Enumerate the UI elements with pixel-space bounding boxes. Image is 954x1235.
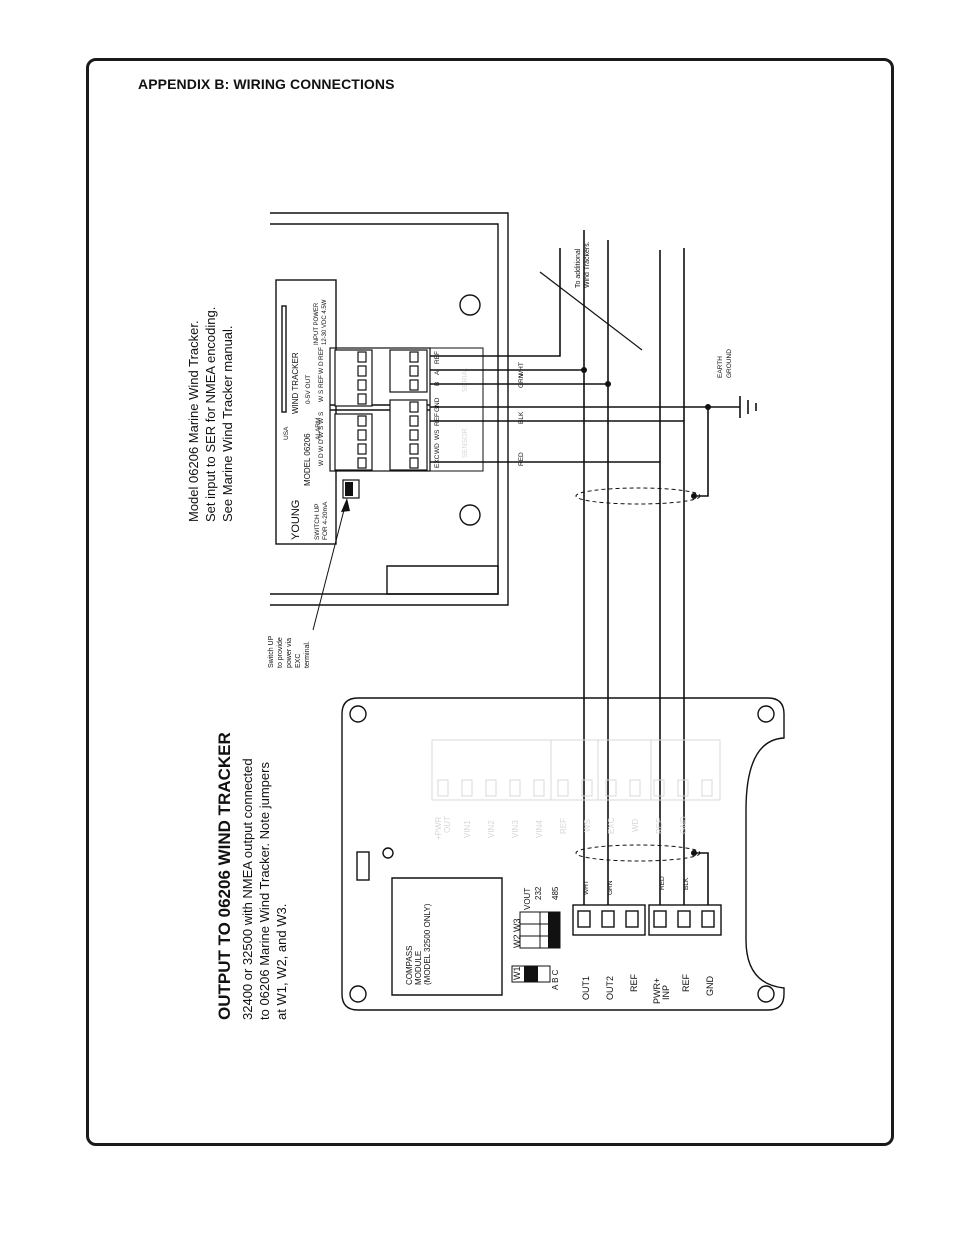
lower-terminal: PWR+ [652,978,662,1004]
lower-terminal-blocks [572,904,722,936]
jumpers [511,911,561,983]
shield-ellipse [575,487,701,505]
lower-terminal: REF [681,973,691,992]
abc-label: A B C [551,969,560,990]
compass-module-line: COMPASS [405,946,414,985]
faint-terminal: EXC [607,817,616,834]
wind-tracker-enclosure [270,212,509,606]
compass-heading: OUTPUT TO 06206 WIND TRACKER [215,732,234,1020]
faint-terminal: WD [631,818,640,832]
lower-terminal: GND [705,976,715,997]
lower-terminal: REF [629,973,639,992]
cut-line [539,271,643,351]
compass-desc-line: to 06206 Marine Wind Tracker. Note jumpe… [257,762,272,1020]
switch-up-label: SWITCH UP [314,504,321,540]
v232-label: 232 [534,886,543,900]
out-terminal: W D [318,361,325,374]
faint-terminal: VIN4 [535,820,544,838]
additional-note-line: Wind Trackers. [584,241,591,288]
faint-terminal: VIN1 [463,820,472,838]
alarm-label: ALARM [315,418,322,440]
switch-arrow [312,498,350,631]
input-power-spec: 12-30 VDC 4.5W [322,299,328,345]
page-title: APPENDIX B: WIRING CONNECTIONS [138,76,395,92]
alarm-terminal: W D [318,453,325,466]
compass-wire-label: BLK [683,877,690,890]
alarm-terminal: W S [318,411,325,424]
sensor-terminal: REF [434,413,441,426]
out-terminal: W S [318,389,325,402]
brand-label: YOUNG [290,500,302,540]
earth-ground-icon [739,396,757,418]
wind-tracker-note-line: See Marine Wind Tracker manual. [220,325,235,522]
wind-tracker-note-line: Model 06206 Marine Wind Tracker. [186,320,201,522]
compass-module-line: (MODEL 32500 ONLY) [423,903,432,985]
faint-terminal: OUT [443,816,452,833]
sensor-terminal: EXC [434,454,441,468]
switch-note-line: EXC [295,654,302,668]
page-frame [86,58,894,1146]
compass-wire-label: WHT [583,880,590,895]
compass-board [341,697,785,1011]
compass-module-line: MODULE [414,951,423,985]
wind-tracker-labels: YOUNG SWITCH UP FOR 4-20mA MODEL 06206 U… [186,241,733,668]
lower-terminal: OUT1 [581,976,591,1000]
additional-note-line: To additional [575,248,582,288]
wire-label-black: BLK [518,411,525,424]
earth-ground-line: EARTH [717,356,724,378]
switch-note-line: power via [286,638,293,668]
sensor-terminal: WD [434,443,441,454]
faint-terminal: REF [655,818,664,834]
switch-note-line: terminal. [304,641,311,668]
lower-terminal: OUT2 [605,976,615,1000]
out-label: 0-5V OUT [305,375,312,404]
faint-terminal: VIN3 [511,820,520,838]
faint-terminal: VIN2 [487,820,496,838]
w1-label: W1 [512,967,522,981]
compass-desc-line: 32400 or 32500 with NMEA output connecte… [240,758,255,1020]
wind-tracker-note-line: Set input to SER for NMEA encoding. [203,307,218,522]
model-label: MODEL 06206 [303,433,312,486]
out-terminal: REF [318,347,325,360]
serial-terminal: REF [434,351,441,364]
wire-label-red: RED [518,452,525,466]
lower-terminal: INP [661,985,671,1000]
compass-wire-label: GRN [607,880,614,895]
sensor-group-label: SENSOR [462,428,469,458]
out-terminal: REF [318,375,325,388]
switch-note-line: Switch UP [268,635,275,668]
serial-group-label: SERIAL [462,367,469,392]
vout-label: VOUT [523,888,532,910]
sensor-terminal: GND [434,397,441,412]
faint-terminal-strip [431,739,721,801]
for-4-20-label: FOR 4-20mA [322,501,329,540]
compass-desc-line: at W1, W2, and W3. [274,904,289,1020]
power-switch [342,479,360,499]
faint-terminal: WS [583,819,592,832]
wires [430,230,740,905]
wire-label-green: GRN [518,373,525,388]
wind-tracker-terminal-blocks [334,349,428,471]
earth-ground-line: GROUND [726,349,733,378]
alarm-terminal: W D [318,439,325,452]
compass-labels: OUTPUT TO 06206 WIND TRACKER 32400 or 32… [215,732,715,1020]
faint-terminal: GND [679,816,688,834]
input-power-label: INPUT POWER [314,302,320,345]
faint-terminal: REF [559,818,568,834]
w2-w3-label: W2 W3 [512,918,522,948]
switch-note-line: to provide [277,637,284,668]
serial-terminal: A [434,370,441,375]
shield-ellipse [575,844,701,862]
sensor-terminal: WS [434,429,441,440]
usa-label: USA [283,426,290,440]
compass-wire-label: RED [659,876,666,890]
alarm-terminal: W S [318,425,325,438]
v485-label: 485 [551,886,560,900]
product-label: WIND TRACKER [291,352,300,414]
junction-dots [581,367,711,856]
faint-terminal: +PWR [434,816,443,840]
